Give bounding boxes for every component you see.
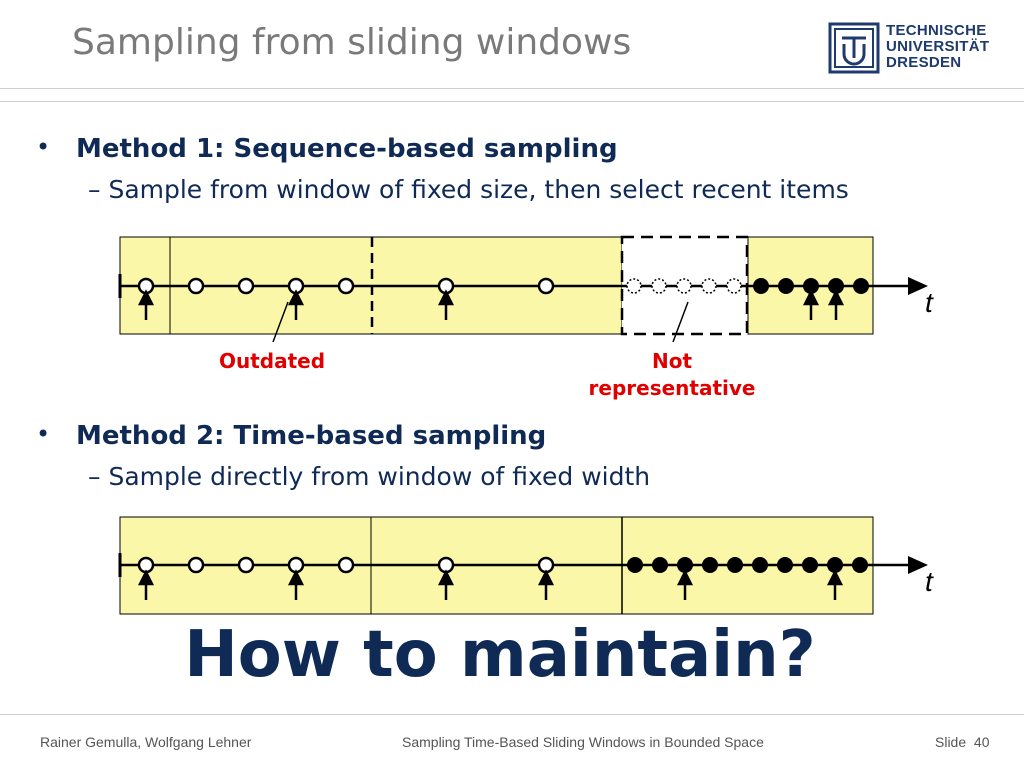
slide-number: 40	[973, 734, 990, 750]
method2-axis-label: t	[925, 566, 934, 597]
method2-heading: Method 2: Time-based sampling	[76, 421, 547, 451]
item-dotted	[726, 278, 742, 294]
item-filled	[752, 557, 768, 573]
outdated-annotation: Outdated	[218, 349, 326, 373]
item-hollow	[337, 556, 355, 574]
timeline-arrowhead-icon	[908, 556, 928, 574]
item-dotted	[701, 278, 717, 294]
item-filled	[753, 278, 769, 294]
method1-detail: – Sample from window of fixed size, then…	[88, 175, 849, 204]
not-representative-annotation: Not representative	[572, 348, 772, 402]
outdated-pointer	[272, 301, 289, 342]
method1-bullet: • Method 1: Sequence-based sampling	[36, 133, 618, 164]
item-filled	[802, 557, 818, 573]
item-filled	[652, 557, 668, 573]
item-hollow	[187, 277, 205, 295]
item-filled	[853, 278, 869, 294]
timeline-arrowhead-icon	[908, 277, 928, 295]
item-hollow	[187, 556, 205, 574]
item-hollow	[237, 556, 255, 574]
tu-dresden-emblem-icon	[828, 22, 880, 74]
logo-line-3: DRESDEN	[886, 54, 962, 71]
item-hollow	[537, 277, 555, 295]
logo-line-2: UNIVERSITÄT	[886, 38, 990, 55]
logo-line-1: TECHNISCHE	[886, 22, 987, 39]
header-divider-secondary	[0, 101, 1024, 102]
slide-label: Slide	[935, 734, 967, 750]
header-divider	[0, 88, 1024, 89]
item-filled	[827, 557, 843, 573]
footer-talk-title: Sampling Time-Based Sliding Windows in B…	[402, 734, 764, 750]
bullet-dot-icon: •	[36, 133, 51, 161]
item-filled	[677, 557, 693, 573]
footer-divider	[0, 714, 1024, 715]
method1-heading: Method 1: Sequence-based sampling	[76, 134, 618, 164]
item-filled	[803, 278, 819, 294]
item-dotted	[626, 278, 642, 294]
method1-axis-label: t	[925, 287, 934, 318]
item-filled	[702, 557, 718, 573]
item-hollow	[237, 277, 255, 295]
item-filled	[627, 557, 643, 573]
item-filled	[727, 557, 743, 573]
method1-diagram: t	[118, 235, 934, 342]
item-filled	[777, 557, 793, 573]
question-headline: How to maintain?	[184, 618, 816, 692]
not-representative-line-2: representative	[588, 376, 756, 400]
slide-title: Sampling from sliding windows	[72, 22, 632, 63]
method2-diagram: t	[118, 516, 934, 615]
footer-authors: Rainer Gemulla, Wolfgang Lehner	[40, 734, 252, 750]
item-filled	[852, 557, 868, 573]
item-filled	[828, 278, 844, 294]
not-representative-pointer	[672, 301, 689, 342]
item-dotted	[676, 278, 692, 294]
not-representative-line-1: Not	[651, 349, 693, 373]
method2-detail: – Sample directly from window of fixed w…	[88, 462, 651, 491]
footer-slide-number: Slide 40	[935, 734, 990, 750]
item-filled	[778, 278, 794, 294]
item-dotted	[651, 278, 667, 294]
method2-bullet: • Method 2: Time-based sampling	[36, 420, 547, 451]
item-hollow	[337, 277, 355, 295]
bullet-dot-icon: •	[36, 420, 51, 448]
tu-dresden-logo: TECHNISCHE UNIVERSITÄT DRESDEN	[828, 22, 998, 74]
